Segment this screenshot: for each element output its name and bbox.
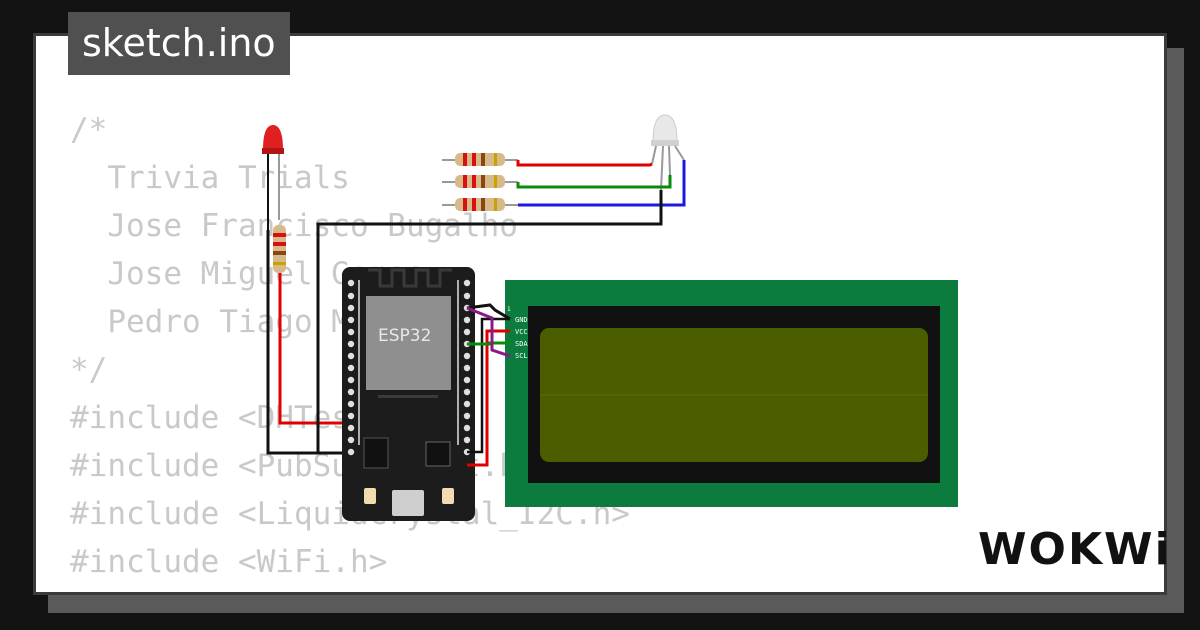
code-line: /*	[70, 112, 108, 148]
lcd-pin-vcc: VCC	[515, 328, 528, 336]
sketch-filename: sketch.ino	[68, 12, 290, 75]
code-line: */	[70, 352, 108, 388]
lcd-pin-marker: 1	[507, 306, 511, 313]
code-line: Pedro Tiago M	[70, 304, 350, 340]
esp32-board[interactable]: ESP32	[342, 267, 475, 521]
resistor-blue-channel[interactable]	[442, 198, 518, 211]
lcd-1602-display[interactable]: 1 GND VCC SDA SCL	[505, 280, 958, 507]
esp32-label: ESP32	[378, 326, 431, 346]
code-line: Trivia Trials	[70, 160, 350, 196]
code-line: Jose Francisco Bugalho	[70, 208, 518, 244]
lcd-pin-scl: SCL	[515, 352, 528, 360]
resistor-red-channel[interactable]	[442, 153, 518, 166]
resistor-led[interactable]	[273, 225, 286, 273]
wokwi-logo[interactable]: WOKWi	[978, 524, 1172, 575]
red-led[interactable]	[262, 125, 284, 230]
rgb-led[interactable]	[651, 114, 685, 191]
lcd-pin-sda: SDA	[515, 340, 528, 348]
resistor-green-channel[interactable]	[442, 175, 518, 188]
code-line: #include <WiFi.h>	[70, 544, 388, 580]
lcd-pin-gnd: GND	[515, 316, 528, 324]
